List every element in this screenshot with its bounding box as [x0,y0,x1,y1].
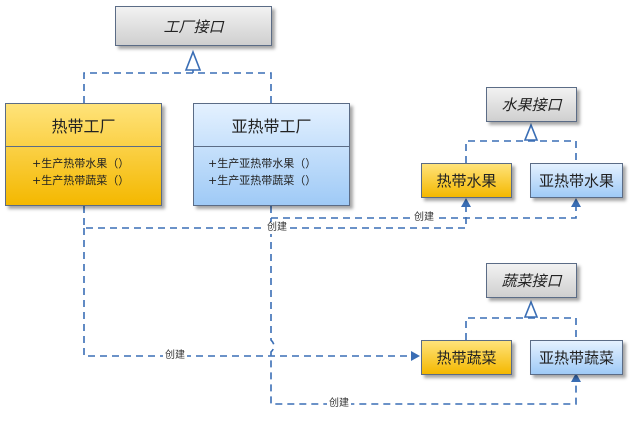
tropical-vegetable-label: 热带蔬菜 [436,349,497,367]
method-produce-tropical-vegetable: +生产热带蔬菜（） [32,174,130,187]
subtropical-factory-title: 亚热带工厂 [194,104,349,147]
vegetable-interface: 蔬菜接口 [486,263,577,298]
fruit-implements-line [465,140,577,163]
fruit-triangle-icon [523,122,539,141]
fruit-interface: 水果接口 [486,87,577,122]
arrow-tropical-fruit-icon [461,198,471,207]
create-tropical-vegetable-line [83,228,414,357]
create-label-tropical-vegetable: 创建 [163,350,187,362]
vegetable-implements-line [465,317,577,340]
fruit-interface-label: 水果接口 [501,96,562,114]
subtropical-fruit: 亚热带水果 [530,163,623,198]
tropical-fruit-label: 热带水果 [436,172,497,190]
subtropical-fruit-label: 亚热带水果 [538,172,614,190]
create-label-subtropical-vegetable: 创建 [327,398,351,410]
arrow-subtropical-vegetable-icon [571,373,581,382]
create-label-tropical-fruit: 创建 [265,222,289,234]
method-produce-subtropical-vegetable: +生产亚热带蔬菜（） [208,174,317,187]
factory-interface: 工厂接口 [115,6,272,46]
subtropical-factory-methods: +生产亚热带水果（） +生产亚热带蔬菜（） [194,146,349,205]
tropical-factory-methods: +生产热带水果（） +生产热带蔬菜（） [6,146,161,205]
factory-triangle-icon [184,49,202,71]
create-label-subtropical-fruit: 创建 [412,212,436,224]
tropical-vegetable: 热带蔬菜 [421,340,512,375]
subtropical-factory: 亚热带工厂 +生产亚热带水果（） +生产亚热带蔬菜（） [193,103,350,206]
vegetable-triangle-icon [523,299,539,318]
factory-implements-line [83,72,272,103]
factory-interface-label: 工厂接口 [163,17,224,36]
method-produce-subtropical-fruit: +生产亚热带水果（） [208,157,317,170]
tropical-factory-title: 热带工厂 [6,104,161,147]
vegetable-interface-label: 蔬菜接口 [501,272,562,290]
tropical-fruit: 热带水果 [421,163,512,198]
create-subtropical-fruit-line [270,205,577,219]
subtropical-vegetable-label: 亚热带蔬菜 [538,349,614,367]
arrow-tropical-vegetable-icon [411,351,420,361]
subtropical-vegetable: 亚热带蔬菜 [530,340,623,375]
arrow-subtropical-fruit-icon [571,198,581,207]
create-subtropical-vegetable-line [270,218,577,405]
tropical-factory: 热带工厂 +生产热带水果（） +生产热带蔬菜（） [5,103,162,206]
method-produce-tropical-fruit: +生产热带水果（） [32,157,130,170]
